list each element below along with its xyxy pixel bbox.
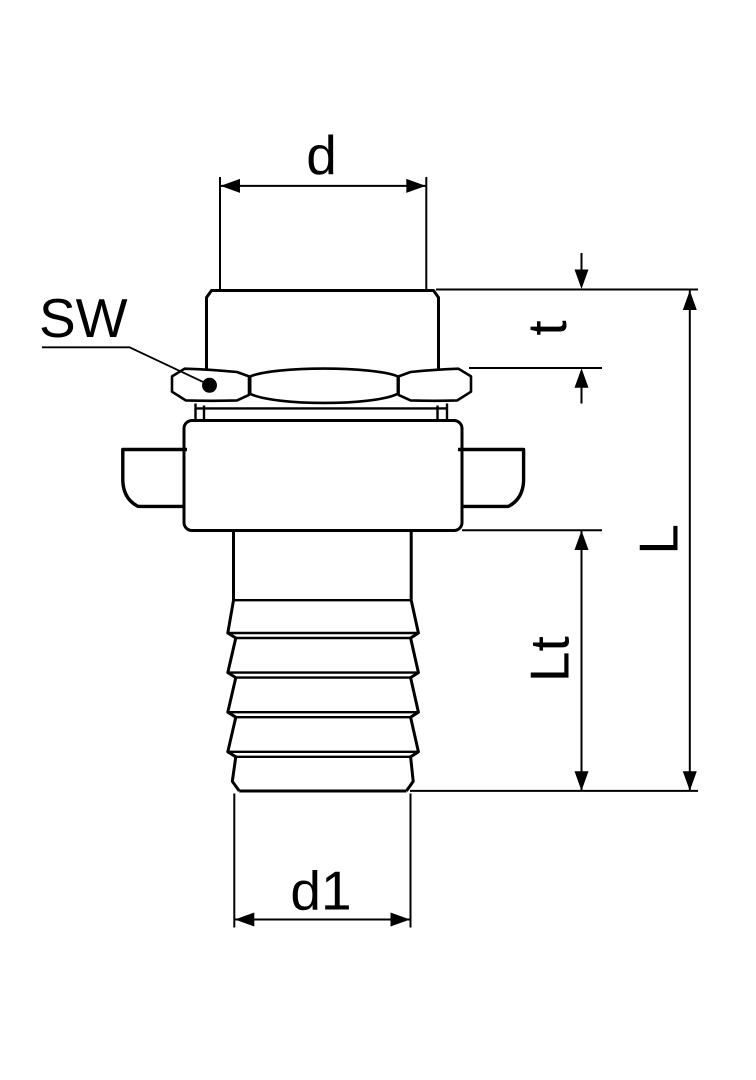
thread-body bbox=[205, 289, 440, 370]
callout-sw: SW bbox=[39, 287, 217, 393]
hose-barb-shank bbox=[226, 530, 420, 793]
dimension-d: d bbox=[219, 124, 428, 290]
sw-leader-line bbox=[42, 346, 209, 386]
sw-leader-dot bbox=[202, 377, 217, 393]
dimension-lt: Lt bbox=[519, 530, 589, 791]
dimension-d1: d1 bbox=[233, 793, 412, 928]
dimension-l: L bbox=[627, 290, 697, 791]
wing-left bbox=[121, 447, 187, 509]
washer-neck bbox=[194, 403, 449, 421]
d1-arrowhead-right bbox=[390, 912, 410, 927]
dimension-t: t bbox=[516, 253, 589, 404]
lt-arrowhead-top bbox=[574, 530, 589, 550]
lt-arrowhead-bottom bbox=[574, 771, 589, 791]
dim-label-d: d bbox=[306, 124, 337, 186]
barb-ring-lines bbox=[227, 599, 419, 758]
t-arrowhead-bottom bbox=[574, 368, 589, 388]
d1-arrowhead-left bbox=[234, 912, 255, 927]
collar-body bbox=[182, 419, 464, 532]
dim-label-t: t bbox=[516, 320, 578, 335]
dim-label-l: L bbox=[627, 524, 689, 555]
dim-label-lt: Lt bbox=[519, 636, 581, 682]
fitting-outline bbox=[121, 289, 526, 793]
callout-label-sw: SW bbox=[39, 287, 128, 349]
barb-side-right bbox=[405, 530, 420, 792]
dim-label-d1: d1 bbox=[290, 860, 351, 922]
t-arrowhead-top bbox=[574, 269, 589, 289]
barb-side-left bbox=[226, 530, 241, 792]
l-arrowhead-bottom bbox=[682, 771, 697, 791]
hex-facet-middle bbox=[248, 367, 400, 405]
d-arrowhead-right bbox=[406, 178, 426, 193]
hex-facet-right bbox=[397, 367, 473, 403]
d-arrowhead-left bbox=[220, 178, 240, 193]
hex-facet-left bbox=[170, 367, 251, 403]
wing-right bbox=[458, 447, 526, 509]
l-arrowhead-top bbox=[682, 290, 697, 310]
